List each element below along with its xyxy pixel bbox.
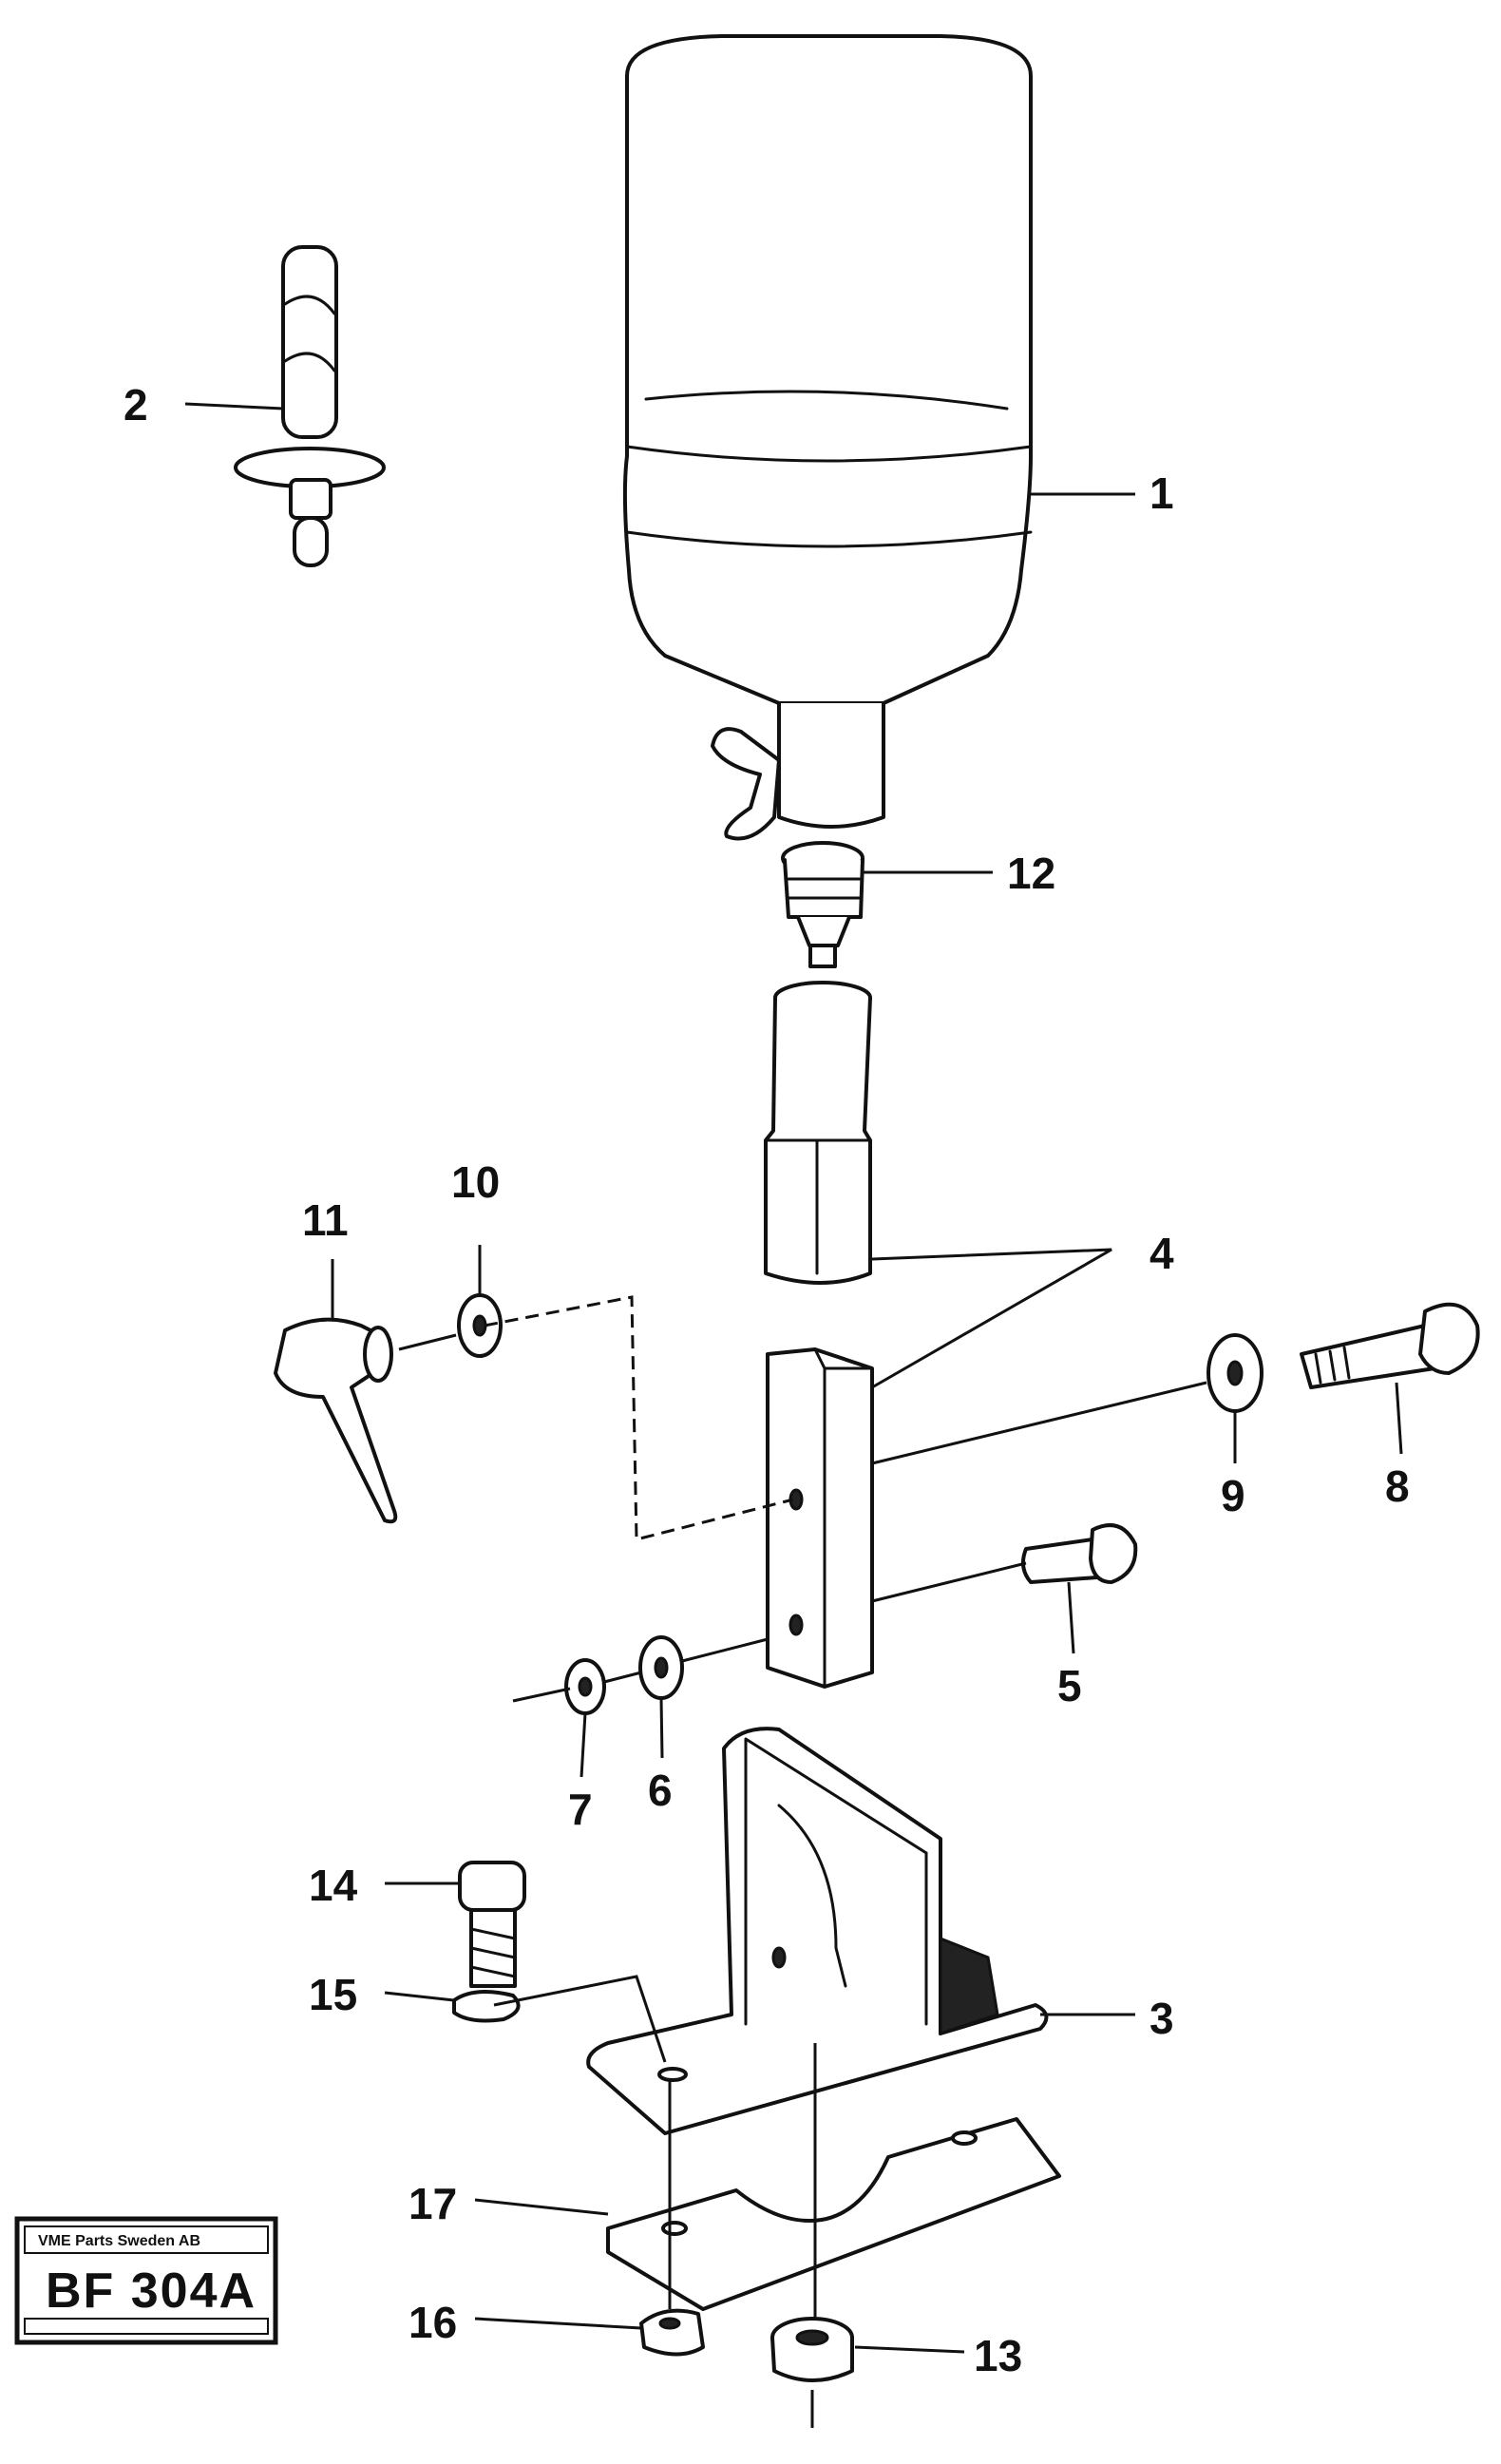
reference-stamp: VME Parts Sweden AB BF 304A [14,2216,278,2345]
part-9-washer [1206,1333,1264,1413]
callout-2: 2 [124,380,148,430]
callout-15: 15 [309,1970,357,2019]
callout-14: 14 [309,1861,358,1910]
callouts: 1 2 12 4 11 10 9 8 5 6 7 14 15 3 17 16 1… [124,380,1410,2380]
part-12-valve [781,841,864,968]
callout-16: 16 [408,2298,457,2347]
stamp-code: BF 304A [46,2263,256,2319]
part-16-nut [639,2308,705,2357]
callout-12: 12 [1007,849,1055,898]
part-13-grommet [770,2317,854,2382]
part-15-clip [452,1990,521,2023]
callout-3: 3 [1150,1994,1174,2043]
part-4-square-bar [766,1347,874,1689]
part-6-washer [638,1635,684,1700]
callout-9: 9 [1221,1471,1245,1520]
callout-8: 8 [1385,1461,1410,1511]
part-1-container [622,34,1033,841]
callout-4: 4 [1150,1229,1174,1278]
part-17-plate [606,2117,1061,2311]
part-7-washer [564,1658,606,1715]
stamp-company: VME Parts Sweden AB [38,2233,200,2249]
callout-7: 7 [568,1785,593,1834]
leader-lines [184,402,1403,2354]
assembly-lines [398,1295,1207,2428]
part-5-screw [1020,1523,1138,1584]
callout-13: 13 [974,2331,1022,2380]
part-4-tube-upper [764,981,872,1285]
part-2-fitting [234,245,386,567]
callout-5: 5 [1057,1661,1082,1710]
part-11-lever [274,1317,398,1524]
part-8-bolt [1300,1302,1480,1389]
part-10-washer [457,1293,503,1358]
callout-1: 1 [1150,468,1174,518]
callout-10: 10 [451,1157,500,1207]
callout-11: 11 [302,1195,349,1245]
part-14-screw [458,1861,526,1988]
callout-17: 17 [408,2179,457,2228]
callout-6: 6 [648,1766,673,1815]
